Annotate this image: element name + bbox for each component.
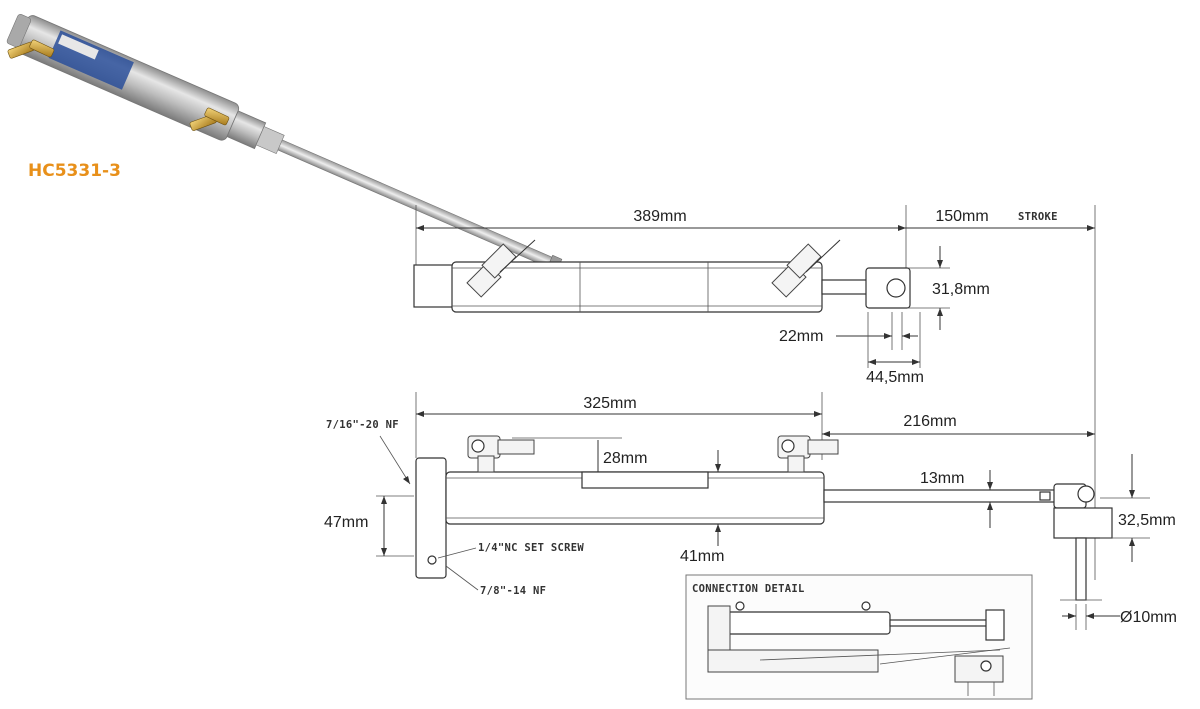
model-number: HC5331-3 xyxy=(28,161,121,181)
dim-clevis-height: 32,5mm xyxy=(1118,512,1176,529)
dim-body-height: 41mm xyxy=(680,548,724,565)
dim-hole: 22mm xyxy=(779,328,823,345)
note-set-screw: 1/4"NC SET SCREW xyxy=(478,542,584,554)
connection-detail: CONNECTION DETAIL xyxy=(685,574,1033,700)
dim-length-top: 389mm xyxy=(633,208,686,225)
dim-bracket-height: 47mm xyxy=(324,514,368,531)
note-thread-top: 7/16"-20 NF xyxy=(326,419,399,431)
dim-pin-diameter: Ø10mm xyxy=(1120,609,1177,626)
connection-detail-title: CONNECTION DETAIL xyxy=(692,583,805,595)
dim-end-width: 44,5mm xyxy=(866,369,924,386)
dim-end-height: 31,8mm xyxy=(932,281,990,298)
dim-length-side: 325mm xyxy=(583,395,636,412)
stroke-label: STROKE xyxy=(1018,211,1058,223)
note-thread-bottom: 7/8"-14 NF xyxy=(480,585,546,597)
side-view: 325mm 216mm 28mm xyxy=(324,392,1177,630)
top-view: 389mm 150mm STROKE 31, xyxy=(413,205,1096,580)
dim-extension: 216mm xyxy=(903,413,956,430)
dim-rod-offset: 13mm xyxy=(920,470,964,487)
cylinder-photo xyxy=(6,14,563,274)
dim-fitting-height: 28mm xyxy=(603,450,647,467)
fitting-icon xyxy=(7,39,230,131)
dim-stroke: 150mm xyxy=(935,208,988,225)
